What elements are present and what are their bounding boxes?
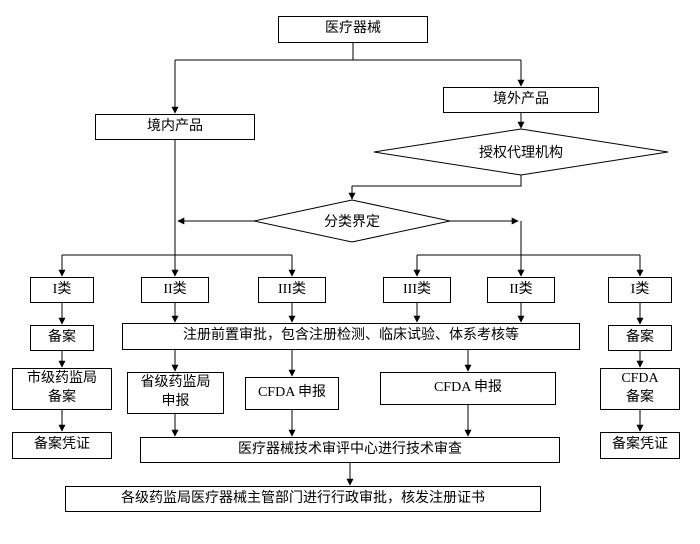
edge-root-split: [175, 43, 521, 61]
node-cfda-application-right: CFDA 申报: [380, 372, 556, 405]
node-administrative-approval: 各级药监局医疗器械主管部门进行行政审批，核发注册证书: [65, 486, 541, 512]
node-medical-device: 医疗器械: [278, 16, 428, 43]
node-filing-certificate-left: 备案凭证: [12, 432, 112, 459]
node-filing-certificate-right: 备案凭证: [600, 432, 680, 459]
node-provincial-fda-application: 省级药监局 申报: [127, 372, 224, 414]
node-authorized-agent-label: 授权代理机构: [479, 146, 563, 161]
classification-diamond-shape: [253, 199, 451, 243]
node-class2-right: II类: [487, 277, 555, 303]
node-overseas-product: 境外产品: [443, 87, 599, 113]
node-classification-label: 分类界定: [324, 215, 380, 230]
node-class1-left: I类: [30, 277, 94, 303]
node-domestic-product: 境内产品: [95, 114, 255, 140]
node-pre-registration-approval: 注册前置审批，包含注册检测、临床试验、体系考核等: [122, 323, 580, 350]
node-cfda-filing: CFDA 备案: [600, 368, 680, 410]
node-class2-left: II类: [141, 277, 209, 303]
node-class3-left: III类: [258, 277, 326, 303]
node-municipal-fda-filing: 市级药监局 备案: [12, 368, 112, 410]
node-filing-left: 备案: [30, 325, 94, 351]
edge-agent-elbow: [352, 175, 522, 187]
authorized-agent-diamond-shape: [373, 128, 669, 176]
node-filing-right: 备案: [608, 325, 672, 351]
node-class3-right: III类: [383, 277, 451, 303]
node-technical-review: 医疗器械技术审评中心进行技术审查: [140, 437, 560, 463]
node-cfda-application-left: CFDA 申报: [245, 377, 339, 410]
node-class1-right: I类: [608, 277, 672, 303]
